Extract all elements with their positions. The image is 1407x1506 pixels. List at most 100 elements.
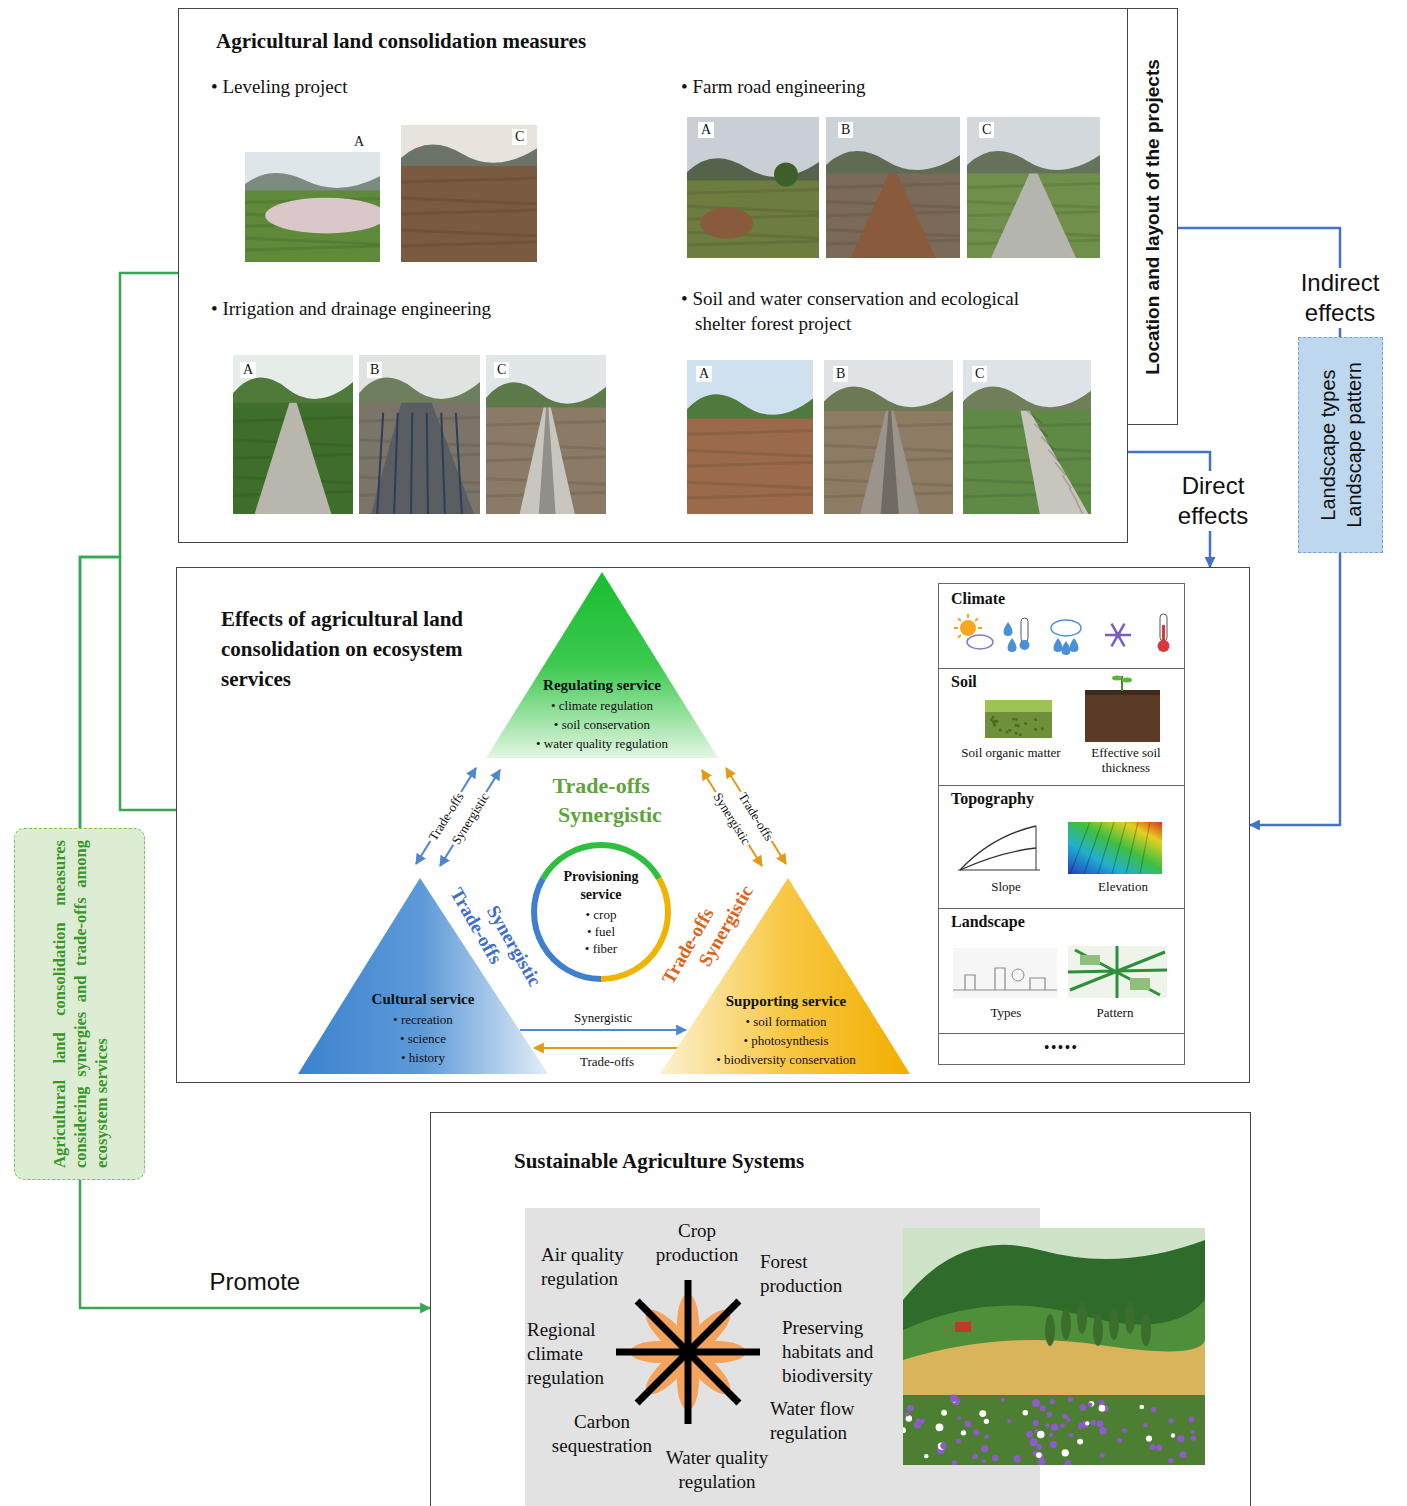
node-text: Landscape — [951, 913, 1025, 931]
soil-row: SoilSoil organic matterEffective soil th… — [938, 668, 1185, 786]
illustration-shape — [401, 230, 537, 236]
illustration-shape — [1050, 1399, 1055, 1404]
photo-letter: B — [833, 366, 848, 382]
illustration-shape — [1189, 1417, 1195, 1423]
measure-name: • Farm road engineering — [681, 74, 865, 99]
illustration-shape — [1191, 1436, 1196, 1441]
illustration-shape — [950, 1395, 957, 1402]
illustration-shape — [687, 494, 813, 498]
illustration-shape — [359, 378, 480, 405]
illustration-shape — [1069, 1433, 1073, 1437]
illustration-shape — [411, 413, 412, 514]
illustration-shape — [963, 411, 1091, 514]
node-text: Pattern — [1075, 1005, 1155, 1020]
measure-name: • Soil and water conservation and ecolog… — [681, 286, 1026, 336]
illustration-shape — [978, 627, 982, 629]
star-arm — [688, 1349, 760, 1356]
star-arm — [637, 1352, 688, 1403]
illustration-shape — [972, 1453, 978, 1459]
illustration-shape — [401, 210, 537, 214]
edge-label: Trade-offs — [578, 1054, 636, 1069]
illustration-shape — [850, 173, 936, 258]
site-photo — [824, 360, 953, 514]
illustration-shape — [1125, 1302, 1135, 1334]
illustration-shape — [953, 968, 1057, 990]
illustration-shape — [1021, 618, 1028, 642]
illustration-shape — [1151, 1407, 1156, 1412]
illustration-shape — [824, 360, 953, 514]
illustration-shape — [1112, 624, 1125, 647]
illustration-shape — [1162, 625, 1165, 641]
illustration-shape — [1007, 1419, 1011, 1423]
illustration-shape — [1122, 1428, 1127, 1433]
illustration-shape — [1068, 1397, 1073, 1402]
photo-letter: C — [512, 129, 527, 145]
illustration-shape — [903, 1228, 1205, 1465]
service-label: Water quality regulation — [652, 1446, 782, 1494]
illustration-shape — [1015, 724, 1018, 727]
illustration-shape — [985, 700, 1052, 738]
rotated-text-block: Agricultural land consolidation measures… — [48, 840, 111, 1168]
illustration-shape — [963, 445, 1091, 451]
illustration-shape — [975, 618, 978, 621]
illustration-shape — [952, 1460, 958, 1465]
illustration-shape — [1169, 1418, 1174, 1423]
photo-letter: A — [240, 362, 256, 378]
illustration-shape — [1051, 620, 1081, 636]
node-text: Soil — [951, 673, 977, 691]
node-text: Elevation — [1083, 879, 1163, 894]
illustration-shape — [1179, 1451, 1186, 1458]
illustration-shape — [985, 700, 1052, 712]
illustration-shape — [967, 635, 993, 649]
illustration-shape — [963, 386, 1091, 412]
illustration-shape — [999, 729, 1002, 732]
illustration-shape — [401, 166, 537, 262]
illustration-shape — [960, 620, 976, 636]
illustration-shape — [963, 458, 1091, 462]
connector — [80, 557, 176, 828]
illustration-shape — [967, 117, 1100, 258]
photo-letter: A — [698, 122, 714, 138]
illustration-shape — [955, 1322, 971, 1332]
measure-name: • Leveling project — [211, 74, 347, 99]
site-photo — [233, 355, 353, 514]
star-arm — [688, 1301, 739, 1352]
star-arm — [685, 1280, 692, 1352]
illustration-shape — [1156, 1444, 1162, 1450]
illustration-shape — [245, 173, 380, 192]
node-text: Regulating service — [537, 676, 667, 694]
illustration-shape — [967, 173, 1100, 258]
illustration-shape — [1112, 822, 1126, 874]
illustration-shape — [963, 360, 1091, 514]
illustration-shape — [1099, 1405, 1106, 1412]
illustration-shape — [1078, 1425, 1082, 1429]
illustration-shape — [255, 403, 332, 514]
node-text: • soil formation — [706, 1014, 866, 1030]
illustration-shape — [954, 627, 958, 629]
connector — [534, 1047, 680, 1049]
illustration-shape — [520, 407, 575, 514]
illustration-shape — [1112, 676, 1122, 681]
illustration-shape — [1068, 946, 1167, 998]
illustration-shape — [687, 206, 819, 212]
illustration-shape — [1139, 1405, 1144, 1410]
illustration-shape — [441, 413, 445, 514]
illustration-shape — [1096, 1420, 1103, 1427]
illustration-shape — [1041, 437, 1054, 450]
landscape-row: LandscapeTypesPattern — [938, 908, 1185, 1034]
effects-panel: Effects of agricultural land consolidati… — [176, 567, 1250, 1083]
photo-letter: A — [696, 366, 712, 382]
illustration-shape — [1082, 1421, 1089, 1428]
illustration-shape — [1012, 717, 1015, 720]
star-arm — [637, 1301, 688, 1352]
illustration-shape — [907, 1405, 914, 1412]
illustration-shape — [1084, 822, 1102, 874]
illustration-shape — [1085, 1421, 1089, 1425]
photo-letter: C — [972, 366, 987, 382]
illustration-shape — [486, 407, 606, 514]
illustration-shape — [1140, 822, 1150, 874]
site-photo — [401, 125, 537, 262]
node-text: Soil organic matter — [961, 745, 1061, 760]
star-arm — [685, 1352, 692, 1424]
